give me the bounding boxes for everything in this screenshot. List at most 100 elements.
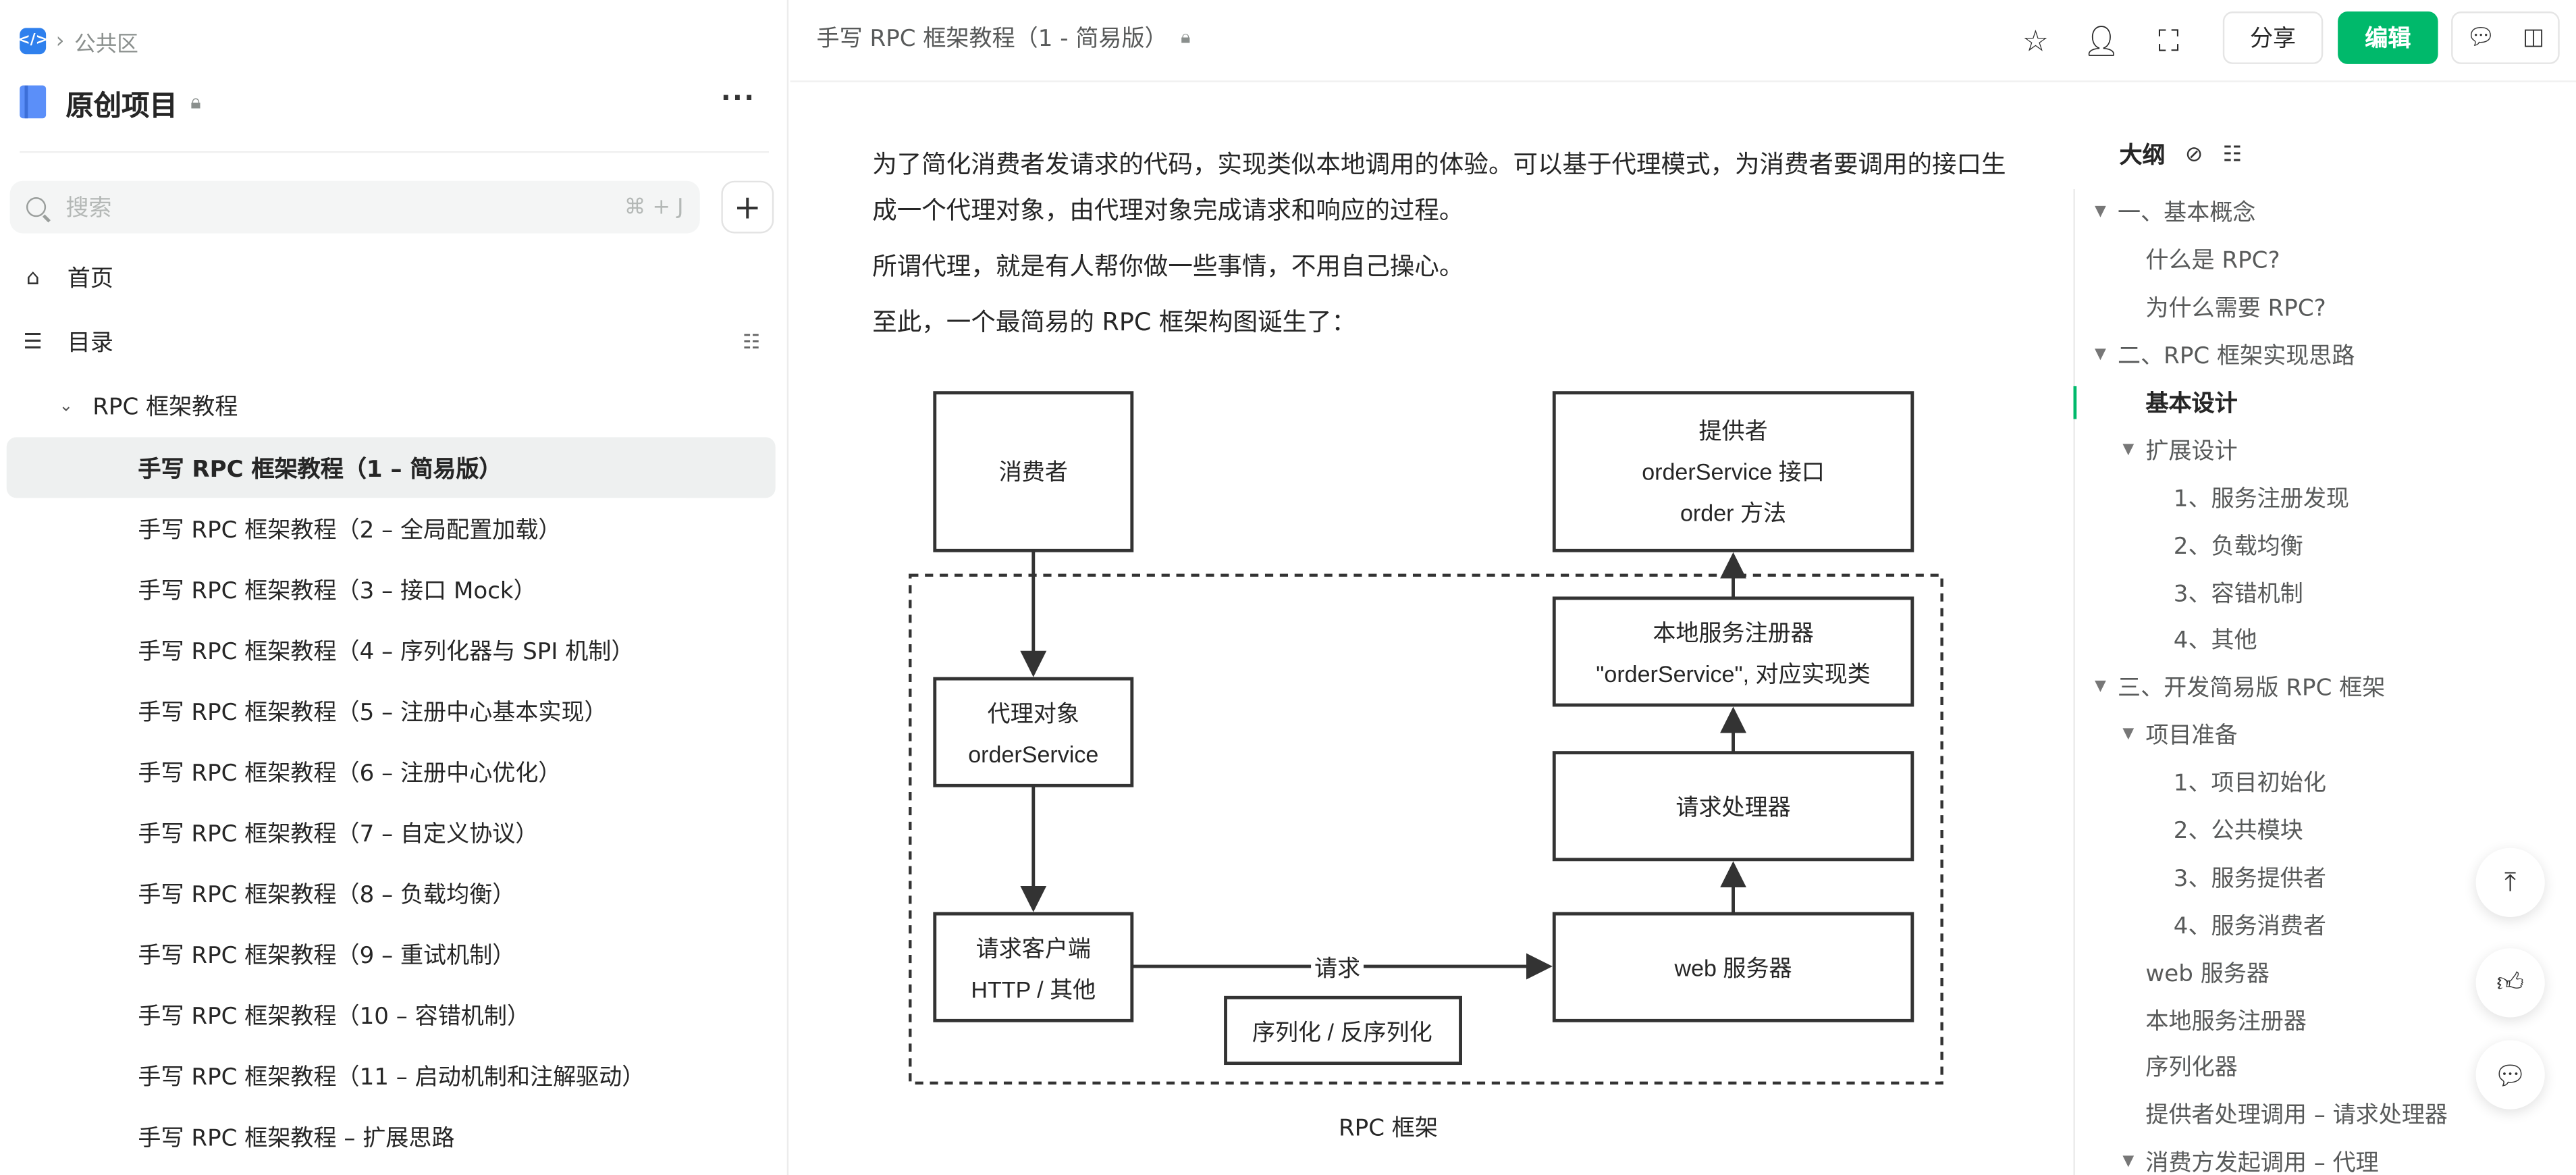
book-header: 原创项目 🔒︎ ··· xyxy=(20,82,769,122)
outline-item-label: 二、RPC 框架实现思路 xyxy=(2118,343,2355,370)
list-item[interactable]: 手写 RPC 框架教程（2 – 全局配置加载） xyxy=(138,517,562,544)
lock-icon: 🔒︎ xyxy=(1181,26,1191,48)
caret-down-icon[interactable]: ▼ xyxy=(2122,1154,2135,1171)
share-button[interactable]: 分享 xyxy=(2222,11,2324,64)
doc-list: 手写 RPC 框架教程（1 – 简易版） 手写 RPC 框架教程（2 – 全局配… xyxy=(6,437,776,1167)
tree-group[interactable]: ⌄ RPC 框架教程 xyxy=(59,388,238,424)
caret-down-icon[interactable]: ▼ xyxy=(2122,442,2135,459)
comment-icon[interactable]: 💬︎ xyxy=(2466,24,2496,51)
space-logo-icon: </> xyxy=(18,28,48,55)
caption-text: RPC 框架 xyxy=(1338,1116,1438,1143)
provider-label-1: 提供者 xyxy=(1698,419,1767,444)
outline-item-label: 为什么需要 RPC? xyxy=(2145,296,2326,323)
doc-title-area: 手写 RPC 框架教程（1 - 简易版） 🔒︎ xyxy=(817,22,1191,55)
client-label-2: HTTP / 其他 xyxy=(971,977,1096,1003)
list-item[interactable]: 手写 RPC 框架教程（7 – 自定义协议） xyxy=(138,820,539,847)
list-item[interactable]: 手写 RPC 框架教程 – 扩展思路 xyxy=(138,1124,455,1151)
sidebar-item-label: 首页 xyxy=(67,266,113,293)
present-icon[interactable]: ⛶ xyxy=(2158,24,2179,59)
outline-list-icon[interactable]: ☷ xyxy=(2222,142,2242,167)
paragraph: 为了简化消费者发请求的代码，实现类似本地调用的体验。可以基于代理模式，为消费者要… xyxy=(872,149,2006,226)
outline-item[interactable]: 3、服务提供者 xyxy=(2075,854,2576,901)
list-item[interactable]: 手写 RPC 框架教程（5 – 注册中心基本实现） xyxy=(138,699,608,726)
outline-item[interactable]: 序列化器 xyxy=(2075,1043,2576,1091)
search-input[interactable]: 搜索 ⌘ + J xyxy=(9,180,700,234)
list-item[interactable]: 手写 RPC 框架教程（11 – 启动机制和注解驱动） xyxy=(138,1064,645,1091)
tree-group-label: RPC 框架教程 xyxy=(92,394,238,421)
book-title[interactable]: 原创项目 xyxy=(65,89,178,123)
handler-label: 请求处理器 xyxy=(1675,795,1790,820)
comment-float-icon[interactable]: 💬︎ xyxy=(2475,1040,2545,1109)
breadcrumb[interactable]: </> › 公共区 xyxy=(18,26,138,57)
doc-title[interactable]: 手写 RPC 框架教程（1 - 简易版） xyxy=(816,26,1168,53)
eye-off-icon[interactable]: ⊘ xyxy=(2184,142,2203,167)
toc-list-icon[interactable]: ☷ xyxy=(743,330,761,354)
caret-down-icon[interactable]: ▼ xyxy=(2094,346,2106,364)
sidebar-item-home[interactable]: ⌂ 首页 xyxy=(20,258,769,297)
outline-item[interactable]: ▼ 一、基本概念 xyxy=(2075,189,2576,236)
consumer-label: 消费者 xyxy=(999,460,1068,486)
paragraph: 至此，一个最简易的 RPC 框架构图诞生了： xyxy=(872,307,1356,337)
serializer-label: 序列化 / 反序列化 xyxy=(1252,1020,1432,1046)
add-button[interactable]: + xyxy=(721,180,774,234)
caret-down-icon[interactable]: ▼ xyxy=(2122,727,2135,743)
list-item[interactable]: 手写 RPC 框架教程（9 – 重试机制） xyxy=(138,942,516,969)
framework-boundary xyxy=(909,573,1943,1085)
outline-item[interactable]: ▼ 三、开发简易版 RPC 框架 xyxy=(2075,664,2576,711)
list-item[interactable]: 手写 RPC 框架教程（1 – 简易版） xyxy=(6,437,776,498)
more-icon[interactable]: ··· xyxy=(720,82,756,113)
outline-item-label: 什么是 RPC? xyxy=(2145,249,2280,276)
outline-header: 大纲 ⊘ ☷ xyxy=(2119,138,2241,171)
caret-down-icon[interactable]: ▼ xyxy=(2094,204,2106,221)
outline-item[interactable]: 什么是 RPC? xyxy=(2075,236,2576,284)
outline-item[interactable]: 4、其他 xyxy=(2075,617,2576,664)
list-item[interactable]: 手写 RPC 框架教程（4 – 序列化器与 SPI 机制） xyxy=(138,638,635,665)
handler-box xyxy=(1552,751,1914,862)
outline-item-label: 4、其他 xyxy=(2173,628,2257,655)
outline-item-label: 项目准备 xyxy=(2145,723,2238,750)
proxy-box xyxy=(933,677,1134,787)
list-item[interactable]: 手写 RPC 框架教程（6 – 注册中心优化） xyxy=(138,760,562,787)
outline-item-label: 提供者处理调用 – 请求处理器 xyxy=(2145,1103,2448,1130)
sidebar-item-label: 目录 xyxy=(67,330,113,357)
list-item[interactable]: 手写 RPC 框架教程（10 – 容错机制） xyxy=(138,1003,531,1030)
outline-item[interactable]: 为什么需要 RPC? xyxy=(2075,284,2576,331)
outline-item[interactable]: 提供者处理调用 – 请求处理器 xyxy=(2075,1091,2576,1139)
outline-item[interactable]: 4、服务消费者 xyxy=(2075,902,2576,949)
list-item[interactable]: 手写 RPC 框架教程（3 – 接口 Mock） xyxy=(138,577,537,604)
outline-item-label: 三、开发简易版 RPC 框架 xyxy=(2118,676,2386,703)
registry-label-2: "orderService", 对应实现类 xyxy=(1596,662,1871,687)
back-to-top-icon[interactable]: ⤒ xyxy=(2475,847,2545,918)
outline-item[interactable]: ▼ 扩展设计 xyxy=(2075,426,2576,473)
outline-item[interactable]: 2、负载均衡 xyxy=(2075,521,2576,569)
side-panel-icon[interactable]: ◫ xyxy=(2522,24,2545,51)
outline-item-label: 2、公共模块 xyxy=(2173,818,2303,845)
add-collaborator-icon[interactable]: 👤︎ xyxy=(2082,24,2120,59)
request-label: 请求 xyxy=(1314,956,1360,982)
list-item[interactable]: 手写 RPC 框架教程（8 – 负载均衡） xyxy=(138,881,516,908)
outline-item[interactable]: 1、服务注册发现 xyxy=(2075,474,2576,521)
outline-item[interactable]: 基本设计 xyxy=(2073,379,2576,426)
outline-item-label: 消费方发起调用 – 代理 xyxy=(2145,1151,2379,1175)
outline-item[interactable]: 1、项目初始化 xyxy=(2075,759,2576,806)
outline-item[interactable]: 2、公共模块 xyxy=(2075,806,2576,854)
provider-box xyxy=(1552,391,1914,552)
breadcrumb-space[interactable]: 公共区 xyxy=(74,32,138,57)
rpc-diagram: 消费者 提供者 orderService 接口 order 方法 代理对象 or… xyxy=(909,391,1943,1085)
lock-icon: 🔒︎ xyxy=(190,89,201,113)
outline-item-label: 一、基本概念 xyxy=(2118,201,2256,228)
outline-item[interactable]: web 服务器 xyxy=(2075,949,2576,996)
outline-item[interactable]: ▼ 项目准备 xyxy=(2075,711,2576,758)
caret-down-icon[interactable]: ▼ xyxy=(2094,679,2106,696)
outline-item[interactable]: ▼ 二、RPC 框架实现思路 xyxy=(2075,332,2576,379)
outline-item[interactable]: 本地服务注册器 xyxy=(2075,996,2576,1043)
sidebar: </> › 公共区 原创项目 🔒︎ ··· 搜索 ⌘ + J + ⌂ 首页 ☰ … xyxy=(0,0,789,1175)
edit-button[interactable]: 编辑 xyxy=(2338,11,2438,64)
outline-item-label: 扩展设计 xyxy=(2145,438,2238,465)
outline-item[interactable]: ▼ 消费方发起调用 – 代理 xyxy=(2075,1139,2576,1175)
outline-item[interactable]: 3、容错机制 xyxy=(2075,569,2576,616)
sidebar-item-toc[interactable]: ☰ 目录 ☷ xyxy=(20,322,769,361)
star-icon[interactable]: ☆ xyxy=(2022,24,2049,59)
like-icon[interactable]: 👍︎ xyxy=(2475,948,2545,1018)
